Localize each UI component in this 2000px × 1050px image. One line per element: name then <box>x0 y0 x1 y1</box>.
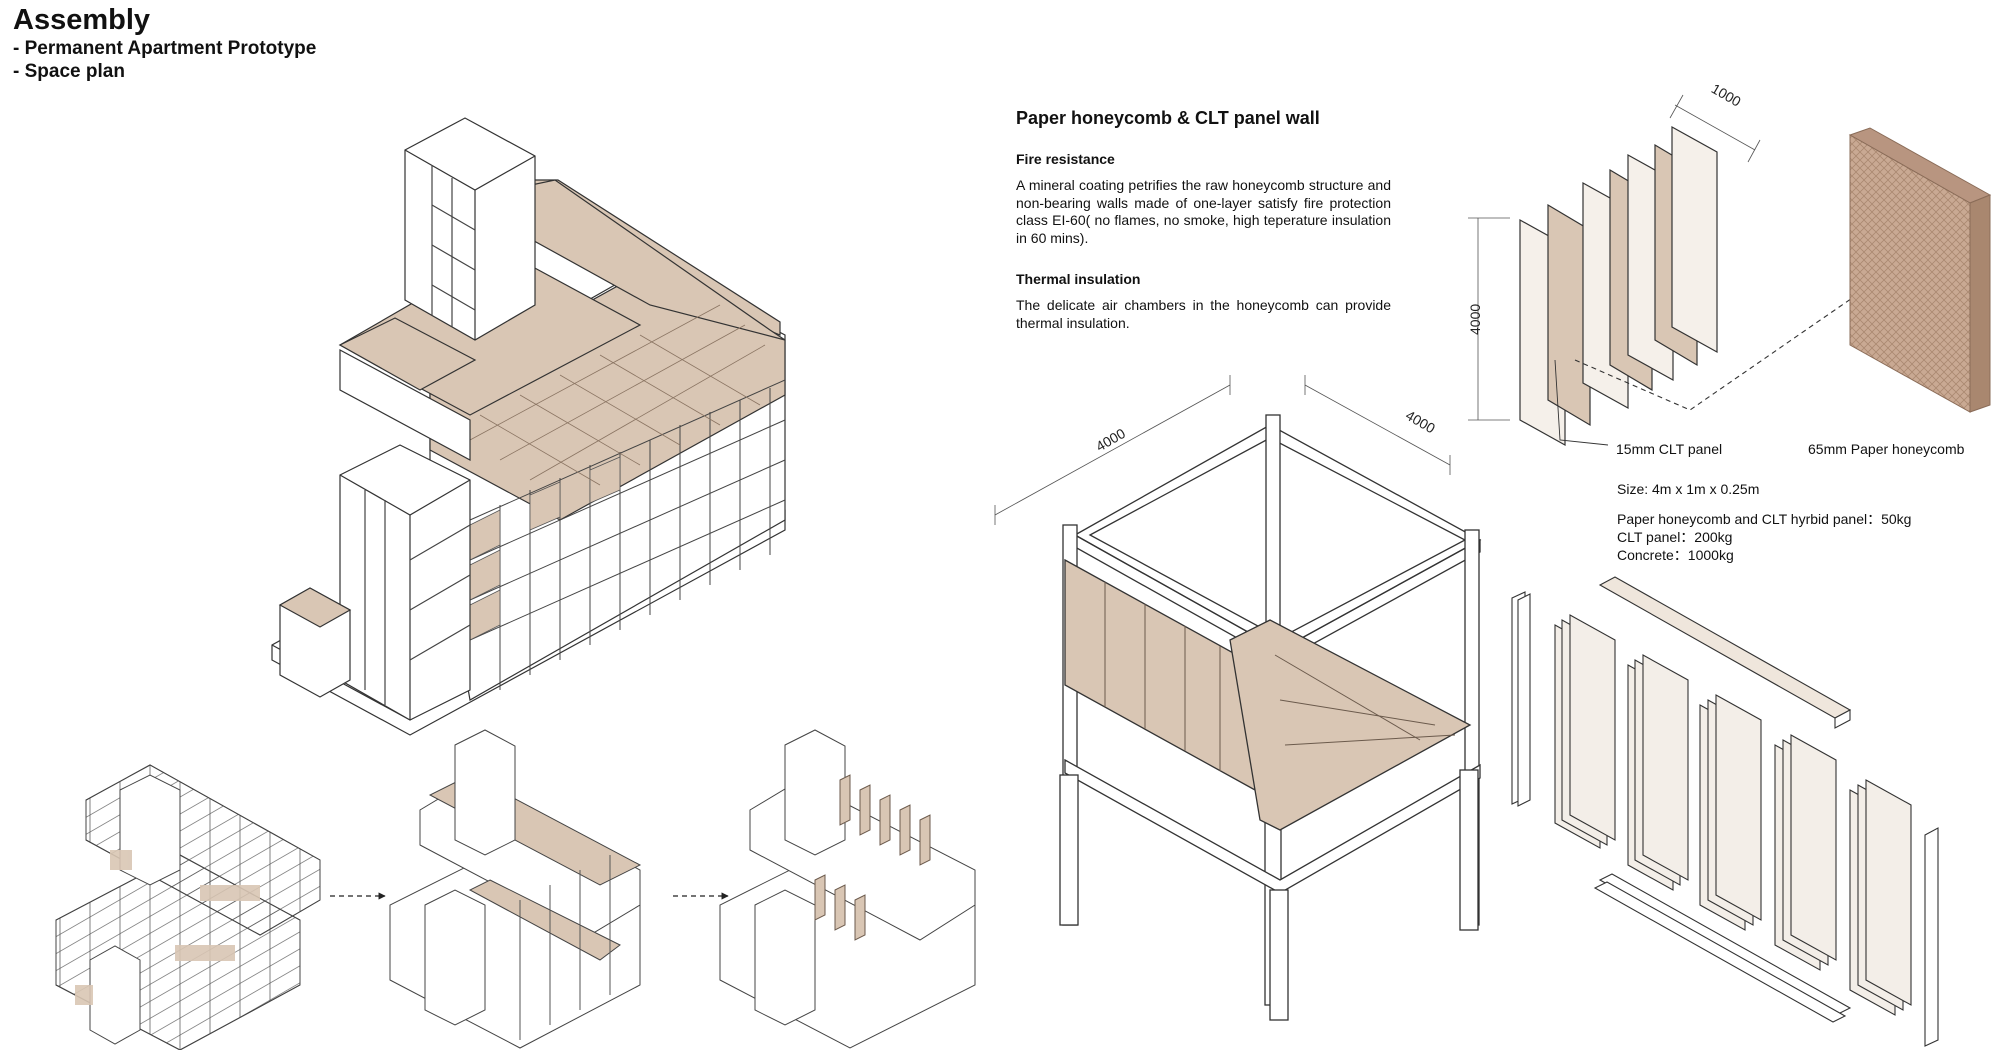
panel-layers-exploded <box>1468 94 1903 447</box>
spec-clt-weight: CLT panel：200kg <box>1617 529 1733 545</box>
assembly-step-1-frame <box>55 764 321 1050</box>
spec-size: Size: 4m x 1m x 0.25m <box>1617 481 1760 497</box>
panel-description: Paper honeycomb & CLT panel wall Fire re… <box>1016 108 1391 356</box>
module-frame-isometric <box>994 375 1482 1021</box>
spec-concrete-weight: Concrete：1000kg <box>1617 547 1734 563</box>
panel-width-dimension: 1000 <box>1709 80 1744 110</box>
panel-specs: Size: 4m x 1m x 0.25m Paper honeycomb an… <box>1617 480 1911 564</box>
page-title: Assembly <box>13 4 151 36</box>
main-building-isometric <box>271 117 786 736</box>
page-header: Assembly - Permanent Apartment Prototype… <box>13 4 316 83</box>
panel-section-title: Paper honeycomb & CLT panel wall <box>1016 108 1320 128</box>
module-depth-dimension: 4000 <box>1403 407 1438 437</box>
honeycomb-panel <box>1848 127 1992 413</box>
assembly-step-3-walls <box>719 729 976 1049</box>
spec-hybrid-weight: Paper honeycomb and CLT hyrbid panel：50k… <box>1617 511 1912 527</box>
module-width-dimension: 4000 <box>1093 425 1128 455</box>
subtitle-prototype: - Permanent Apartment Prototype <box>13 38 317 59</box>
panel-height-dimension: 4000 <box>1467 304 1483 335</box>
clt-panel-label: 15mm CLT panel <box>1616 441 1723 457</box>
fire-resistance-heading: Fire resistance <box>1016 151 1115 167</box>
honeycomb-label: 65mm Paper honeycomb <box>1808 441 1965 457</box>
panel-kit-parts <box>1511 576 1939 1047</box>
thermal-insulation-heading: Thermal insulation <box>1016 271 1141 287</box>
assembly-step-2-slabs <box>389 729 642 1049</box>
subtitle-space-plan: - Space plan <box>13 61 125 82</box>
fire-resistance-text: A mineral coating petrifies the raw hone… <box>1016 177 1391 246</box>
thermal-insulation-text: The delicate air chambers in the honeyco… <box>1016 297 1391 331</box>
